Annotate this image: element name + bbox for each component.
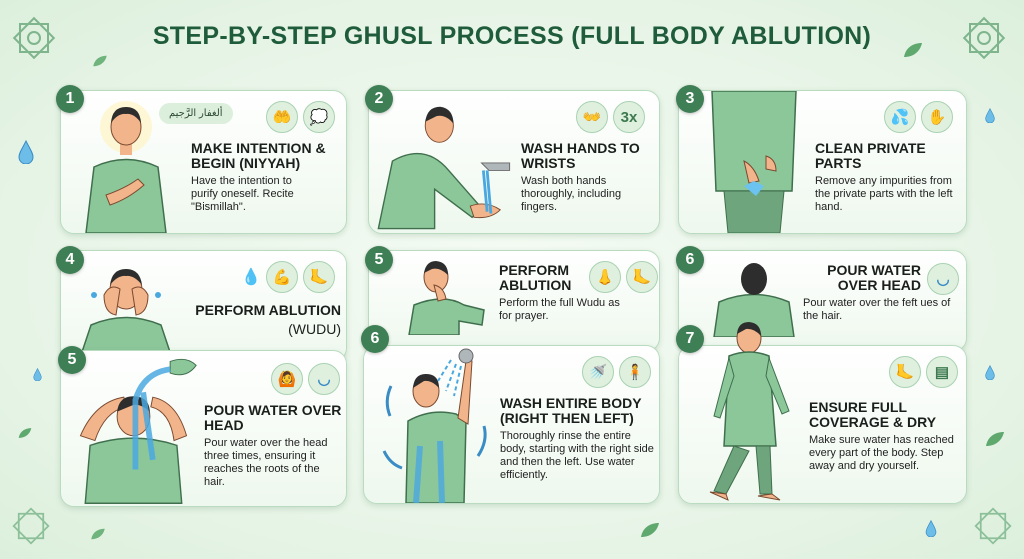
water-drop-icon — [18, 140, 34, 164]
person-washing-hands-illustration — [377, 106, 511, 230]
body-icon: 🧍 — [619, 356, 651, 388]
person-walking-illustration — [709, 322, 790, 501]
water-drop-icon — [985, 108, 995, 123]
step-number-badge: 1 — [56, 85, 84, 113]
person-pouring-water-illustration — [79, 358, 197, 504]
step-heading: POUR WATER OVER HEAD — [204, 402, 342, 433]
step-card-ensure-full-coverage: 🦶 ▤ ENSURE FULL COVERAGE & DRY Make sure… — [678, 322, 967, 504]
thought-bubble-icon: 💭 — [303, 101, 335, 133]
step-card-wash-entire-body: 🚿 🧍 WASH ENTIRE BODY (RIGHT THEN LEFT) T… — [363, 345, 660, 504]
leaf-icon — [18, 428, 32, 438]
arm-wash-icon: 💪 — [265, 261, 298, 293]
star-ornament-icon — [12, 507, 50, 545]
step-number-badge: 3 — [676, 85, 704, 113]
step-description: Make sure water has reached every part o… — [809, 434, 954, 472]
step-card-make-intention: ألغفار الرَّجيم 🤲 💭 MAKE INTENTION & BEG… — [60, 90, 347, 234]
water-splash-icon: 💦 — [884, 101, 916, 133]
person-torso-illustration — [711, 91, 797, 233]
step-description: Pour water over the feft ues of the hair… — [803, 297, 951, 322]
person-hand-on-chest-illustration — [85, 101, 167, 233]
leaf-icon — [986, 432, 1004, 446]
star-ornament-icon — [974, 507, 1012, 545]
shower-icon: 🚿 — [582, 356, 614, 388]
foot-icon: 🦶 — [302, 261, 335, 293]
step-heading: WASH ENTIRE BODY (RIGHT THEN LEFT) — [500, 395, 642, 426]
step-heading: POUR WATER OVER HEAD — [827, 262, 921, 293]
leaf-icon — [904, 43, 922, 57]
step-description: Remove any impurities from the private p… — [815, 175, 953, 213]
step-number-badge: 6 — [676, 246, 704, 274]
step-card-pour-water-over-head: 🙆 ◡ POUR WATER OVER HEAD Pour water over… — [60, 350, 347, 507]
step-number-badge: 6 — [361, 325, 389, 353]
praying-hands-icon: 🤲 — [266, 101, 298, 133]
washing-hands-icon: 👐 — [576, 101, 608, 133]
person-washing-face-illustration — [80, 269, 172, 355]
person-rinsing-mouth-illustration — [408, 261, 485, 335]
towel-icon: ▤ — [926, 356, 958, 388]
step-heading: ENSURE FULL COVERAGE & DRY — [809, 399, 937, 430]
step-number-badge: 5 — [58, 346, 86, 374]
foot-icon: 🦶 — [889, 356, 921, 388]
step-description: Have the intention to purify oneself. Re… — [191, 175, 294, 213]
page-title: STEP-BY-STEP GHUSL PROCESS (FULL BODY AB… — [152, 22, 872, 50]
head-wash-icon: 🙆 — [271, 363, 303, 395]
step-description: Perform the full Wudu as for prayer. — [499, 297, 620, 322]
step-heading: WASH HANDS TO WRISTS — [521, 140, 640, 171]
step-card-clean-private-parts: 💦 ✋ CLEAN PRIVATE PARTS Remove any impur… — [678, 90, 967, 234]
water-drop-icon — [925, 520, 937, 537]
leaf-icon — [91, 528, 105, 540]
step-card-pour-water-over-head-partial: POUR WATER OVER HEAD Pour water over the… — [678, 250, 967, 352]
step-number-badge: 7 — [676, 325, 704, 353]
leaf-icon — [93, 55, 107, 67]
thought-bubble: ألغفار الرَّجيم — [159, 103, 233, 124]
step-heading: MAKE INTENTION & BEGIN (NIYYAH) — [191, 140, 326, 171]
nose-rinse-icon: 👃 — [589, 261, 621, 293]
step-subheading: (WUDU) — [288, 321, 341, 337]
star-ornament-icon — [962, 16, 1006, 60]
step-description: Wash both hands thoroughly, including fi… — [521, 175, 622, 213]
star-ornament-icon — [12, 16, 56, 60]
step-heading: PERFORM ABLUTION — [195, 302, 341, 318]
left-hand-icon: ✋ — [921, 101, 953, 133]
three-times-icon: 3x — [613, 101, 645, 133]
step-number-badge: 4 — [56, 246, 84, 274]
step-card-wash-hands: 👐 3x WASH HANDS TO WRISTS Wash both hand… — [368, 90, 660, 234]
water-drop-icon — [985, 365, 995, 380]
person-back-illustration — [713, 263, 795, 337]
step-description: Pour water over the head three times, en… — [204, 437, 328, 488]
leaf-icon — [641, 523, 659, 537]
step-card-perform-ablution: PERFORM ABLUTION Perform the full Wudu a… — [368, 250, 660, 352]
bowl-icon: ◡ — [308, 363, 340, 395]
bowl-icon: ◡ — [927, 263, 959, 295]
foot-icon: 🦶 — [626, 261, 658, 293]
person-showering-illustration — [382, 348, 487, 503]
step-card-perform-ablution-wudu: 💧 💪 🦶 PERFORM ABLUTION (WUDU) — [60, 250, 347, 362]
step-heading: PERFORM ABLUTION — [499, 262, 572, 293]
water-drop-icon — [33, 368, 42, 381]
step-number-badge: 5 — [365, 246, 393, 274]
step-description: Thoroughly rinse the entire body, starti… — [500, 430, 654, 481]
water-drops-icon: 💧 — [241, 269, 261, 286]
step-number-badge: 2 — [365, 85, 393, 113]
step-heading: CLEAN PRIVATE PARTS — [815, 140, 926, 171]
